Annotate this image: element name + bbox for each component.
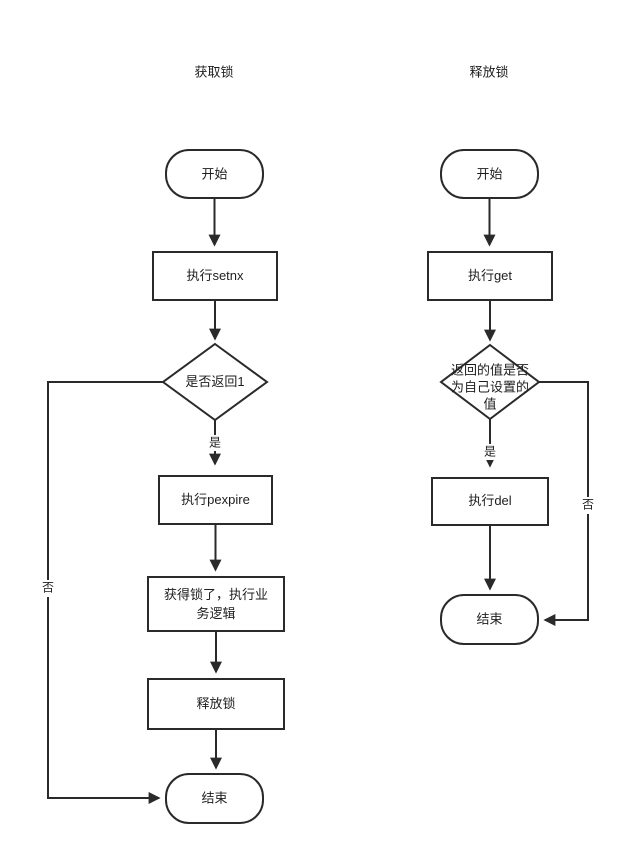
edge-label-bg-release-yes — [481, 444, 499, 460]
node-release-end-label: 结束 — [476, 611, 502, 626]
node-acquire-pexpire — [158, 475, 273, 525]
node-acquire-release — [147, 678, 285, 730]
node-release-start-label: 开始 — [476, 166, 502, 181]
node-release-decision-label-line3: 值 — [483, 396, 496, 411]
node-release-decision-label-line2: 为自己设置的 — [451, 379, 529, 394]
column-title-release-lock: 释放锁 — [469, 64, 508, 79]
node-release-del-label: 执行del — [468, 493, 511, 508]
edge-label-acquire-yes: 是 — [209, 436, 221, 450]
node-release-del — [431, 477, 549, 526]
column-title-acquire-lock: 获取锁 — [194, 64, 233, 79]
node-acquire-end-label: 结束 — [201, 790, 227, 805]
node-release-end — [440, 594, 539, 645]
edge-label-release-no: 否 — [582, 498, 594, 512]
node-release-get-label: 执行get — [468, 268, 512, 283]
node-acquire-business-label-line2: 务逻辑 — [196, 606, 235, 621]
edge-label-release-yes: 是 — [484, 445, 496, 459]
edge-label-bg-acquire-no — [39, 580, 57, 597]
node-acquire-setnx-label: 执行setnx — [186, 268, 244, 283]
node-acquire-business — [147, 576, 285, 632]
node-release-decision-label-line1: 返回的值是否 — [451, 362, 529, 377]
node-acquire-decision-label: 是否返回1 — [185, 374, 244, 389]
node-acquire-end — [165, 773, 264, 824]
node-acquire-setnx — [152, 251, 278, 301]
edge-label-bg-release-no — [579, 497, 597, 514]
edge-label-bg-acquire-yes — [206, 435, 224, 451]
edge-acquire-decision-no — [47, 381, 163, 804]
node-acquire-release-label: 释放锁 — [196, 696, 235, 711]
edge-label-acquire-no: 否 — [42, 581, 54, 595]
node-acquire-start-label: 开始 — [201, 166, 227, 181]
node-release-get — [427, 251, 553, 301]
node-acquire-pexpire-label: 执行pexpire — [181, 492, 250, 507]
node-acquire-business-label-line1: 获得锁了，执行业 — [164, 587, 268, 602]
